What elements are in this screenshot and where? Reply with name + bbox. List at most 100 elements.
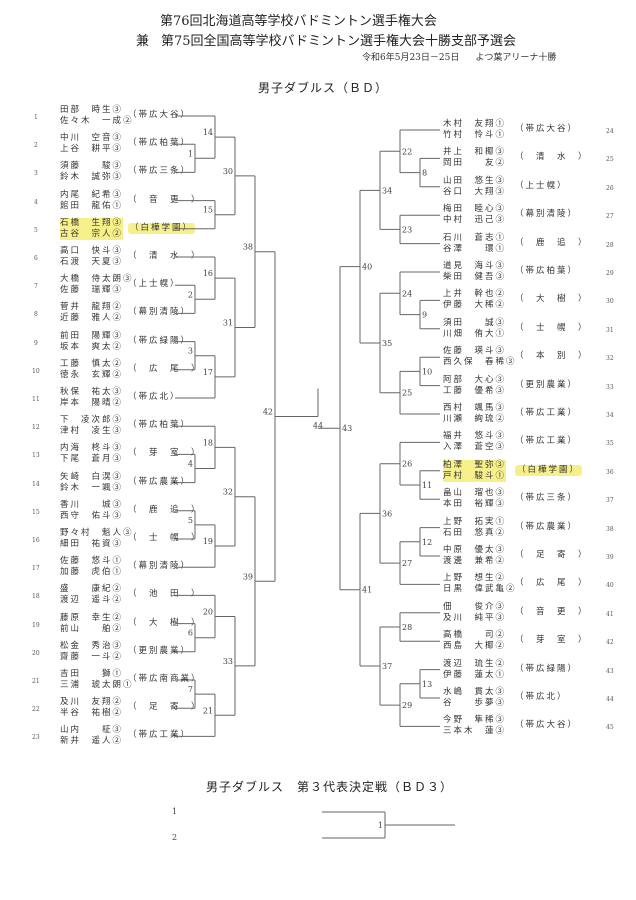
match-number: 42 <box>263 408 273 417</box>
entry-number: 34 <box>606 412 614 419</box>
player-name: 西村 颯馬③ <box>443 403 507 413</box>
player-name: 三本木 蓮③ <box>443 726 507 737</box>
match-number: 43 <box>342 424 352 433</box>
player-name: 谷口 大翔③ <box>443 186 507 197</box>
match-number: 28 <box>402 623 412 632</box>
match-number: 44 <box>313 422 323 431</box>
event-dates: 令和6年5月23日－25日 <box>362 53 460 63</box>
school-name: （ 足 寄 ） <box>128 702 202 713</box>
player-name: 柏澤 聖弥③ <box>443 459 507 470</box>
match-number: 34 <box>382 186 392 195</box>
match-number: 38 <box>243 243 253 252</box>
player-name: 下尾 蒼月③ <box>60 454 124 465</box>
event-venue: よつ葉アリーナ十勝 <box>475 53 557 63</box>
match-number: 14 <box>203 128 213 137</box>
section-title-bd3: 男子ダブルス 第３代表決定戦（ＢＤ３） <box>206 780 454 794</box>
player-name: 野々村 魁人③ <box>60 528 134 538</box>
school-name: （帯広農業） <box>515 521 579 532</box>
match-number: 39 <box>243 572 253 581</box>
entry-number: 11 <box>32 396 40 403</box>
player-name: 藤原 幸生② <box>60 612 124 623</box>
match-number: 15 <box>203 206 213 215</box>
player-name: 吉田 獅① <box>60 669 124 679</box>
school-name: （ 清 水 ） <box>515 152 589 163</box>
school-name: （ 広 尾 ） <box>128 363 202 374</box>
school-name: （ 本 別 ） <box>515 351 589 362</box>
school-name: （ 池 田 ） <box>128 589 202 600</box>
match-number: 20 <box>203 608 213 617</box>
player-name: 谷 歩夢③ <box>443 698 507 708</box>
player-name: 福井 悠斗③ <box>443 431 507 442</box>
entry-number: 33 <box>606 383 614 391</box>
entry-number: 26 <box>606 184 614 192</box>
school-name: （ 大 樹 ） <box>515 294 589 305</box>
player-name: 佐藤 瑞輝③ <box>60 285 124 296</box>
match-number: 33 <box>223 657 233 666</box>
match-number: 18 <box>203 438 213 447</box>
player-name: 前田 陽輝③ <box>60 330 124 341</box>
player-name: 中川 空音③ <box>60 133 124 144</box>
player-name: 上野 拓実① <box>443 516 507 527</box>
player-name: 盛 康紀② <box>60 584 124 595</box>
player-name: 渡辺 琉生② <box>443 658 507 669</box>
player-name: 井上 和椰③ <box>443 147 507 158</box>
entry-number: 13 <box>32 452 40 460</box>
match-number: 27 <box>402 559 412 568</box>
player-name: 川畑 侑大① <box>443 328 507 339</box>
match-number: 10 <box>422 367 432 376</box>
match-number: 13 <box>422 680 432 689</box>
player-name: 館田 龍佑① <box>60 200 124 211</box>
entry-number: 18 <box>32 593 40 601</box>
player-name: 水嶋 貫太③ <box>443 687 507 697</box>
entry-number: 7 <box>34 283 38 291</box>
school-name: （帯広北） <box>515 692 568 702</box>
school-name: （更別農業） <box>128 645 192 656</box>
entry-number: 2 <box>34 142 38 150</box>
player-name: 須藤 駿③ <box>60 161 124 172</box>
entry-number: 37 <box>606 497 614 505</box>
entry-number: 41 <box>606 610 614 618</box>
school-name: （ 音 更 ） <box>128 194 202 205</box>
entry-number: 21 <box>32 678 40 685</box>
player-name: 上井 幹也② <box>443 289 507 300</box>
entry-number: 9 <box>34 339 38 347</box>
match-number: 24 <box>402 289 412 298</box>
entry-number: 31 <box>606 326 614 334</box>
school-name: （白樺学園） <box>128 222 196 234</box>
player-name: 坂本 爽太② <box>60 341 124 352</box>
player-name: 石田 悠真② <box>443 527 507 538</box>
school-name: （上士幌） <box>515 180 568 191</box>
player-name: 西久保 春稀③ <box>443 357 517 368</box>
entry-number: 25 <box>606 156 614 164</box>
match-number: 23 <box>402 225 412 234</box>
bd3-slot-number: 2 <box>172 833 177 842</box>
player-name: 竹村 怜斗① <box>443 130 507 140</box>
player-name: 大橋 侍太朗③ <box>60 274 134 285</box>
player-name: 中原 優太③ <box>443 545 507 555</box>
school-name: （ 士 幌 ） <box>515 322 589 333</box>
match-number: 8 <box>422 169 427 178</box>
school-name: （ 足 寄 ） <box>515 550 589 560</box>
match-number: 22 <box>402 147 412 156</box>
school-name: （ 士 幌 ） <box>128 533 202 543</box>
entry-number: 10 <box>32 367 40 375</box>
player-name: 香川 城③ <box>60 499 124 510</box>
player-name: 高口 快斗③ <box>60 246 124 256</box>
